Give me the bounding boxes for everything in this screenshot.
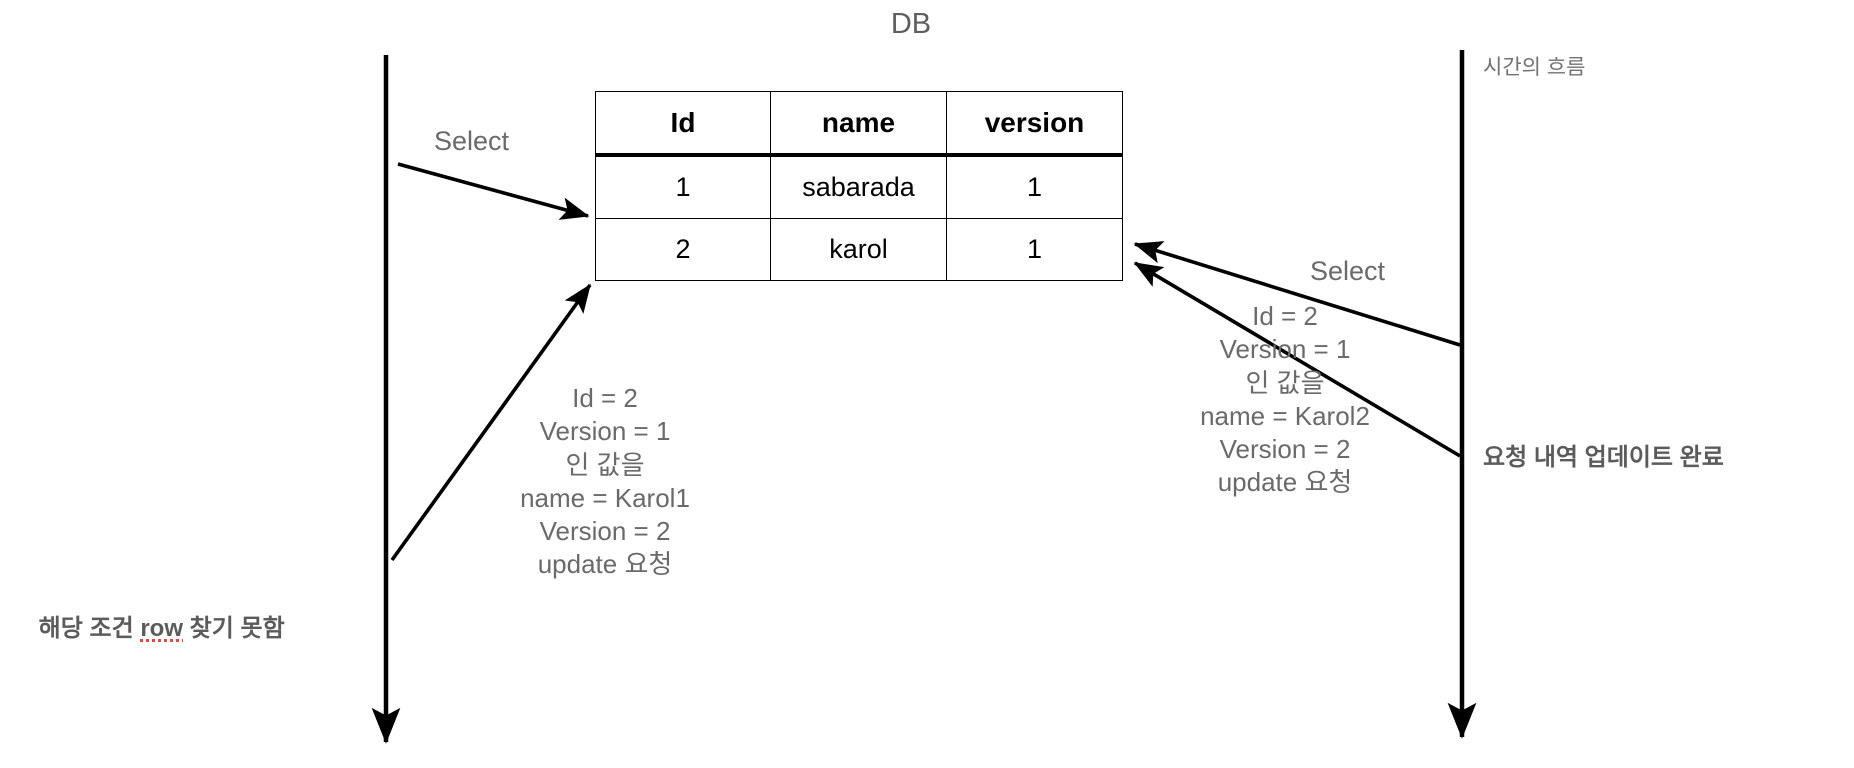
right-request-line-4: name = Karol2 — [1200, 400, 1370, 431]
left-result-note: 해당 조건 row 찾기 못함 — [12, 583, 285, 675]
cell-version: 1 — [946, 218, 1123, 281]
right-request-line-5: Version = 2 — [1219, 434, 1351, 465]
left-request-line-1: Id = 2 — [572, 383, 638, 413]
column-header-id: Id — [595, 91, 771, 157]
page-title: DB — [890, 8, 932, 40]
left-request-line-6: update 요청 — [537, 549, 673, 580]
left-note-prefix: 해당 조건 — [38, 614, 141, 642]
left-request-line-5: Version = 2 — [539, 516, 671, 547]
left-select-label: Select — [434, 126, 510, 156]
cell-version: 1 — [946, 154, 1123, 219]
left-note-highlight: row — [140, 614, 183, 642]
right-request-block: Id = 2 Version = 1 인 값을 name = Karol2 Ve… — [1135, 300, 1435, 500]
cell-id: 1 — [595, 154, 771, 219]
table-row: 1 sabarada 1 — [595, 154, 1123, 219]
right-request-line-3: 인 값을 — [1245, 367, 1325, 398]
table-header-row: Id name version — [595, 91, 1123, 157]
table-row: 2 karol 1 — [595, 218, 1123, 281]
right-request-line-1: Id = 2 — [1252, 301, 1318, 331]
cell-id: 2 — [595, 218, 771, 281]
cell-name: sabarada — [770, 154, 947, 219]
arrow-left-select — [397, 162, 590, 220]
right-result-note: 요청 내역 업데이트 완료 — [1483, 444, 1724, 471]
column-header-version: version — [946, 91, 1123, 157]
column-header-name: name — [770, 91, 947, 157]
right-request-line-2: Version = 1 — [1219, 334, 1351, 365]
right-select-label: Select — [1310, 256, 1386, 286]
right-request-line-6: update 요청 — [1217, 467, 1353, 498]
left-request-line-4: name = Karol1 — [520, 482, 690, 513]
left-request-line-3: 인 값을 — [565, 449, 645, 480]
left-note-suffix: 찾기 못함 — [183, 614, 285, 642]
left-request-line-2: Version = 1 — [539, 416, 671, 447]
left-request-block: Id = 2 Version = 1 인 값을 name = Karol1 Ve… — [455, 382, 755, 582]
time-axis-label: 시간의 흐름 — [1483, 56, 1586, 79]
cell-name: karol — [770, 218, 947, 281]
db-table: Id name version 1 sabarada 1 2 karol 1 — [595, 91, 1123, 281]
